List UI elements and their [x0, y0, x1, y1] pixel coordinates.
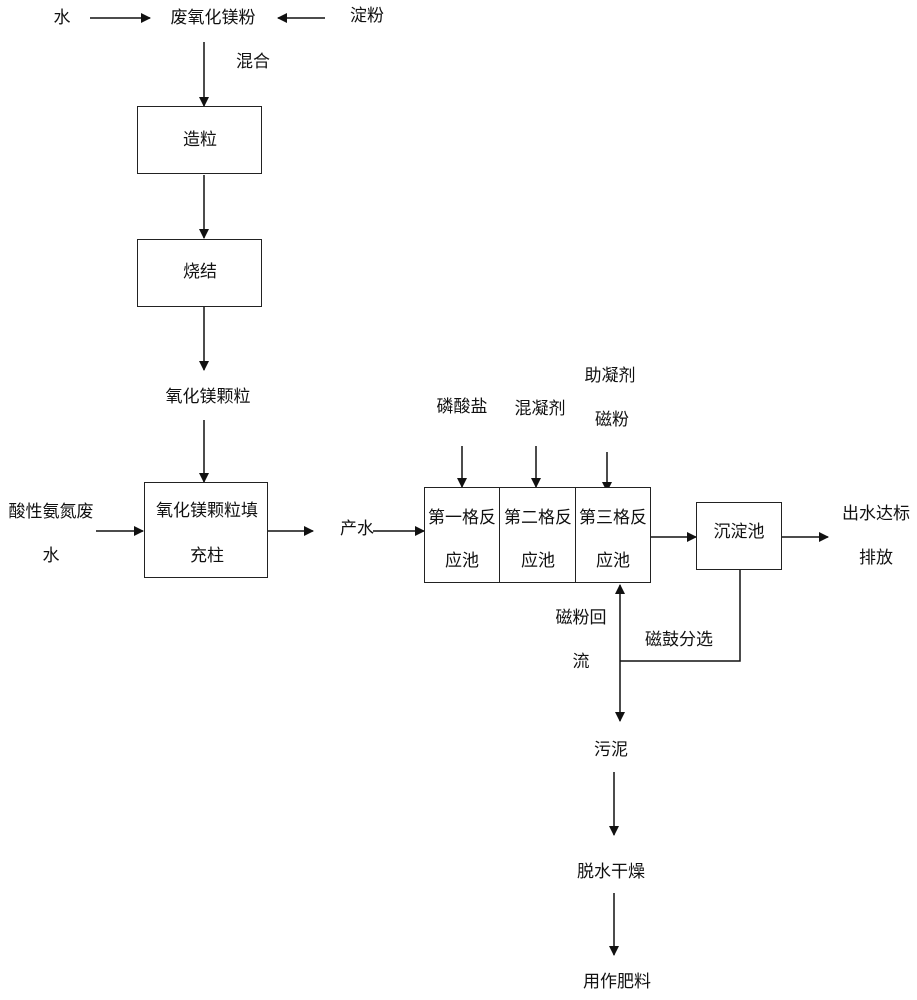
- label-magnetic-return-line2: 流: [572, 652, 590, 672]
- reactor-1-line2: 应池: [445, 551, 479, 571]
- reactor-3-line1: 第三格反: [579, 508, 647, 528]
- label-mgo-granules: 氧化镁颗粒: [165, 387, 251, 407]
- column-text-line1: 氧化镁颗粒填: [156, 501, 258, 521]
- column-box: [144, 482, 268, 578]
- label-mixing: 混合: [236, 52, 270, 72]
- label-waste-mgo-powder: 废氧化镁粉: [170, 8, 256, 28]
- reactor-2-box: [499, 487, 576, 583]
- label-coagulant-aid: 助凝剂: [584, 366, 636, 386]
- label-effluent-line2: 排放: [859, 548, 893, 568]
- label-magnetic-return-line1: 磁粉回: [555, 608, 607, 628]
- column-text-line2: 充柱: [190, 546, 224, 566]
- label-wastewater-line1: 酸性氨氮废: [8, 502, 94, 522]
- label-starch: 淀粉: [350, 6, 384, 26]
- label-effluent-line1: 出水达标: [842, 504, 910, 524]
- granulation-text: 造粒: [183, 130, 217, 150]
- reactor-2-line1: 第二格反: [504, 508, 572, 528]
- label-coagulant: 混凝剂: [514, 399, 566, 419]
- label-sludge: 污泥: [594, 740, 628, 760]
- label-wastewater-line2: 水: [42, 546, 60, 566]
- label-fertilizer: 用作肥料: [583, 972, 651, 992]
- reactor-3-line2: 应池: [596, 551, 630, 571]
- reactor-3-box: [575, 487, 651, 583]
- label-magnetic-drum: 磁鼓分选: [645, 630, 713, 650]
- label-product-water: 产水: [340, 519, 374, 539]
- reactor-1-box: [424, 487, 500, 583]
- sintering-text: 烧结: [183, 262, 217, 282]
- reactor-2-line2: 应池: [521, 551, 555, 571]
- granulation-box: [137, 106, 262, 174]
- label-magnetic-powder: 磁粉: [595, 410, 629, 430]
- sintering-box: [137, 239, 262, 307]
- label-dewatering: 脱水干燥: [577, 862, 645, 882]
- line-sedimentation-to-drum: [620, 570, 741, 662]
- sedimentation-text: 沉淀池: [713, 522, 765, 542]
- label-water: 水: [53, 8, 71, 28]
- reactor-1-line1: 第一格反: [428, 508, 496, 528]
- sedimentation-box: [696, 502, 782, 570]
- label-phosphate: 磷酸盐: [436, 397, 488, 417]
